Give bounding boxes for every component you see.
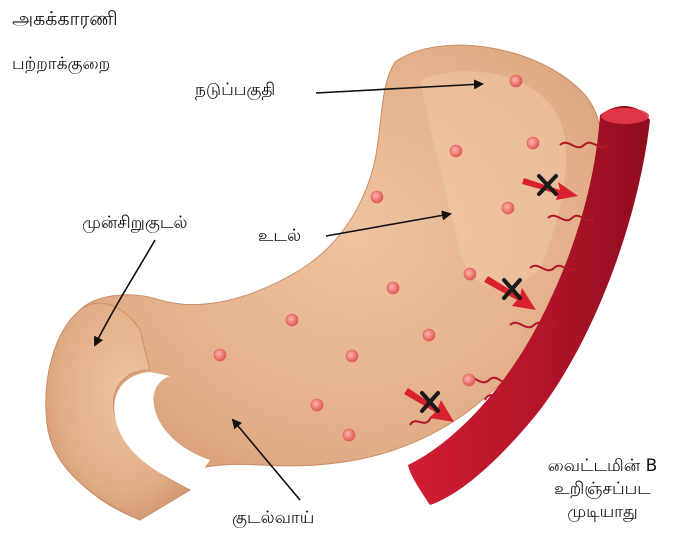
note-line-1: வைட்டமின் B [540, 455, 665, 478]
title-line-1: அகக்காரணி [12, 8, 118, 31]
note-line-2: உறிஞ்சப்பட [540, 478, 665, 501]
label-antrum: குடல்வாய் [232, 508, 314, 528]
label-duodenum: முன்சிறுகுடல் [82, 213, 188, 233]
title-line-2: பற்றாக்குறை [12, 54, 110, 74]
label-body: உடல் [258, 226, 301, 246]
label-fundus: நடுப்பகுதி [195, 80, 275, 100]
note-line-3: முடியாது [540, 501, 665, 524]
vessel-top-opening [601, 108, 649, 124]
vitamin-b-note: வைட்டமின் B உறிஞ்சப்பட முடியாது [540, 455, 665, 524]
